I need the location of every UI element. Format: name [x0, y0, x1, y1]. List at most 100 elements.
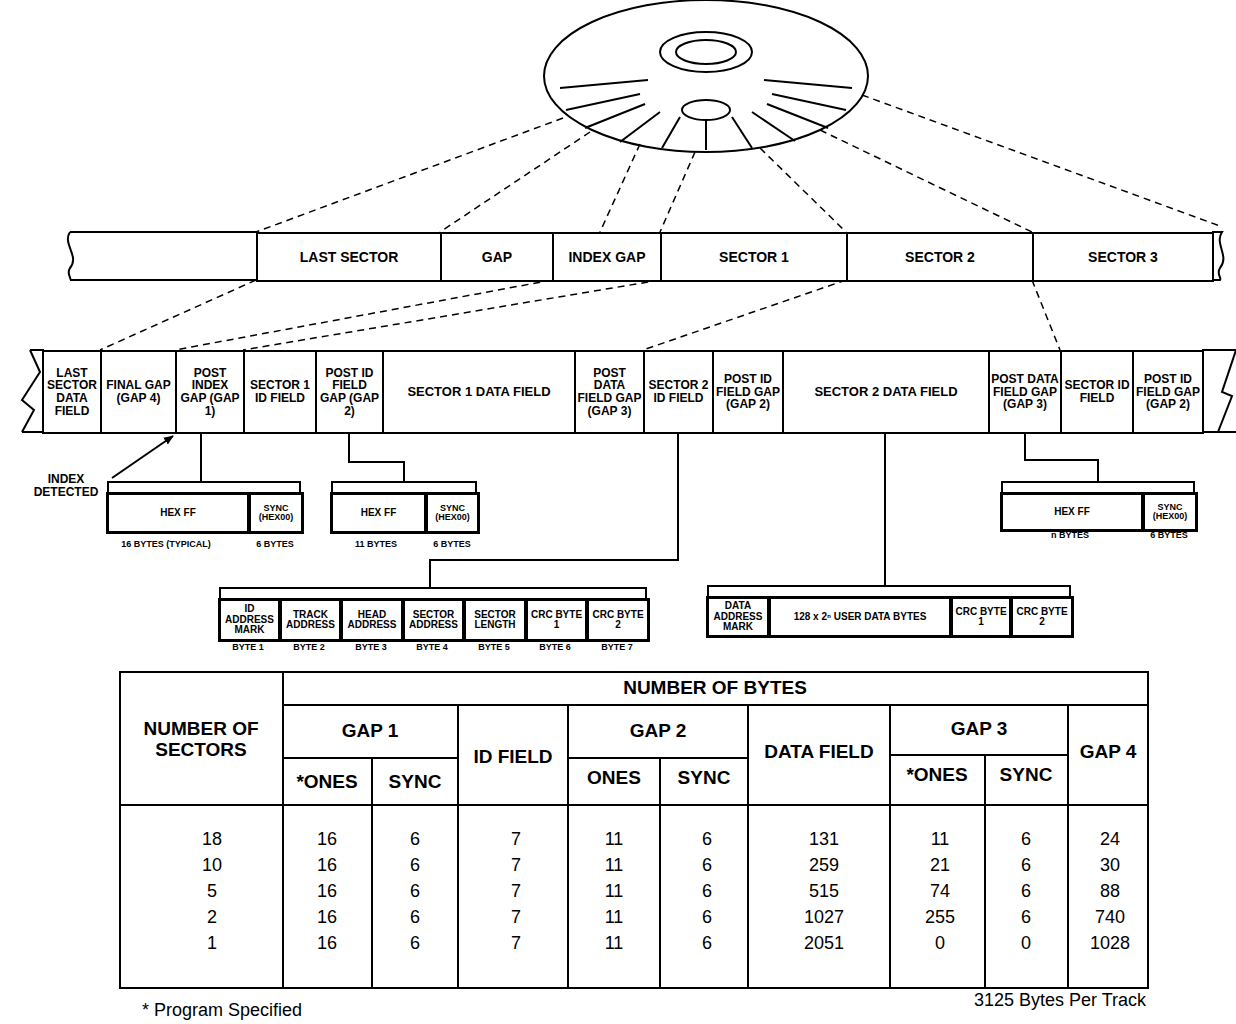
track-field-box: CRC BYTE 1 [525, 598, 588, 642]
track-field-box: SECTOR 2 [846, 232, 1034, 282]
field-label: INDEX GAP [568, 250, 645, 265]
note-label: BYTE 3 [341, 643, 401, 653]
table-cell: 6 [370, 934, 460, 954]
field-label: ID ADDRESS MARK [222, 604, 277, 636]
track-field-box: POST INDEX GAP (GAP 1) [175, 350, 245, 434]
track-field-box: SYNC (HEX00) [425, 492, 480, 534]
track-field-box: FINAL GAP (GAP 4) [100, 350, 177, 434]
track-field-box: POST ID FIELD GAP (GAP 2) [315, 350, 384, 434]
track-field-box: CRC BYTE 1 [950, 596, 1012, 638]
table-cell: 1 [167, 934, 257, 954]
table-cell: 10 [167, 856, 257, 876]
track-field-box: SYNC (HEX00) [248, 492, 304, 534]
field-label: HEX FF [1054, 507, 1090, 518]
note-label: 6 BYTES [245, 540, 305, 550]
field-label: SECTOR 1 [719, 250, 789, 265]
field-label: SECTOR 1 ID FIELD [246, 379, 314, 404]
note-label: BYTE 5 [464, 643, 524, 653]
table-header: SYNC [661, 768, 747, 789]
track-field-box: INDEX GAP [552, 232, 662, 282]
table-cell: 515 [779, 882, 869, 902]
table-cell: 18 [167, 830, 257, 850]
field-label: POST ID FIELD GAP (GAP 2) [318, 367, 381, 417]
note-label: BYTE 1 [218, 643, 278, 653]
field-label: SYNC (HEX00) [429, 504, 476, 523]
table-header: GAP 4 [1069, 742, 1147, 763]
note-label: 6 BYTES [422, 540, 482, 550]
note-label: 11 BYTES [336, 540, 416, 550]
table-cell: 16 [282, 856, 372, 876]
track-field-box: TRACK ADDRESS [279, 598, 342, 642]
index-arrow [112, 436, 173, 478]
table-cell: 7 [471, 934, 561, 954]
field-label: SECTOR ADDRESS [406, 610, 461, 631]
track-field-box: CRC BYTE 2 [1010, 596, 1074, 638]
field-label: SECTOR 2 [905, 250, 975, 265]
table-cell: 6 [662, 830, 752, 850]
table-header: SYNC [372, 772, 458, 793]
table-cell: 7 [471, 856, 561, 876]
table-cell: 30 [1065, 856, 1155, 876]
table-cell: 16 [282, 882, 372, 902]
table-cell: 6 [662, 882, 752, 902]
table-cell: 7 [471, 882, 561, 902]
table-cell: 131 [779, 830, 869, 850]
field-label: SECTOR LENGTH [467, 610, 523, 631]
table-cell: 11 [569, 882, 659, 902]
field-label: CRC BYTE 1 [954, 607, 1008, 628]
table-cell: 74 [895, 882, 985, 902]
note-label: * Program Specified [112, 1001, 332, 1021]
table-cell: 24 [1065, 830, 1155, 850]
table-cell: 16 [282, 830, 372, 850]
table-cell: 6 [662, 908, 752, 928]
table-cell: 11 [569, 934, 659, 954]
table-cell: 259 [779, 856, 869, 876]
field-label: POST INDEX GAP (GAP 1) [178, 367, 242, 417]
track-field-box: SECTOR 3 [1032, 232, 1214, 282]
table-cell: 16 [282, 908, 372, 928]
table-cell: 11 [569, 830, 659, 850]
field-label: TRACK ADDRESS [283, 610, 338, 631]
track-field-box: SECTOR 1 ID FIELD [243, 350, 317, 434]
table-cell: 6 [981, 830, 1071, 850]
table-cell: 6 [370, 908, 460, 928]
table-cell: 255 [895, 908, 985, 928]
field-label: FINAL GAP (GAP 4) [103, 379, 174, 404]
table-cell: 0 [895, 934, 985, 954]
field-label: POST DATA FIELD GAP (GAP 3) [577, 367, 642, 417]
table-header: *ONES [283, 772, 371, 793]
table-header: NUMBER OF BYTES [415, 678, 1015, 699]
note-label: BYTE 6 [525, 643, 585, 653]
track-field-box: HEAD ADDRESS [340, 598, 404, 642]
table-header: ID FIELD [459, 747, 567, 768]
field-label: POST ID FIELD GAP (GAP 2) [715, 373, 781, 411]
note-label: 16 BYTES (TYPICAL) [101, 540, 231, 550]
field-label: SECTOR 2 ID FIELD [646, 379, 711, 404]
table-cell: 21 [895, 856, 985, 876]
disk-illustration [544, 0, 868, 152]
table-cell: 7 [471, 908, 561, 928]
table-header: DATA FIELD [749, 742, 889, 763]
table-header: NUMBER OF SECTORS [121, 719, 281, 761]
table-cell: 6 [370, 830, 460, 850]
table-cell: 740 [1065, 908, 1155, 928]
field-label: CRC BYTE 1 [529, 610, 584, 631]
table-header: ONES [569, 768, 659, 789]
field-label: 128 x 2ⁿ USER DATA BYTES [794, 612, 927, 623]
table-cell: 88 [1065, 882, 1155, 902]
track-field-box: LAST SECTOR [256, 232, 442, 282]
track-field-box: SECTOR 2 ID FIELD [643, 350, 714, 434]
table-cell: 7 [471, 830, 561, 850]
table-header: *ONES [890, 765, 984, 786]
callout-brackets [108, 433, 1194, 598]
track-field-box: POST DATA FIELD GAP (GAP 3) [574, 350, 645, 434]
note-label: n BYTES [1030, 531, 1110, 541]
track-field-box: GAP [440, 232, 554, 282]
field-label: LAST SECTOR [300, 250, 399, 265]
track-field-box: ID ADDRESS MARK [218, 598, 281, 642]
table-cell: 6 [662, 934, 752, 954]
field-label: POST ID FIELD GAP (GAP 2) [1135, 373, 1201, 411]
track-field-box: SECTOR 1 [660, 232, 848, 282]
table-cell: 11 [895, 830, 985, 850]
field-label: HEX FF [160, 508, 196, 519]
